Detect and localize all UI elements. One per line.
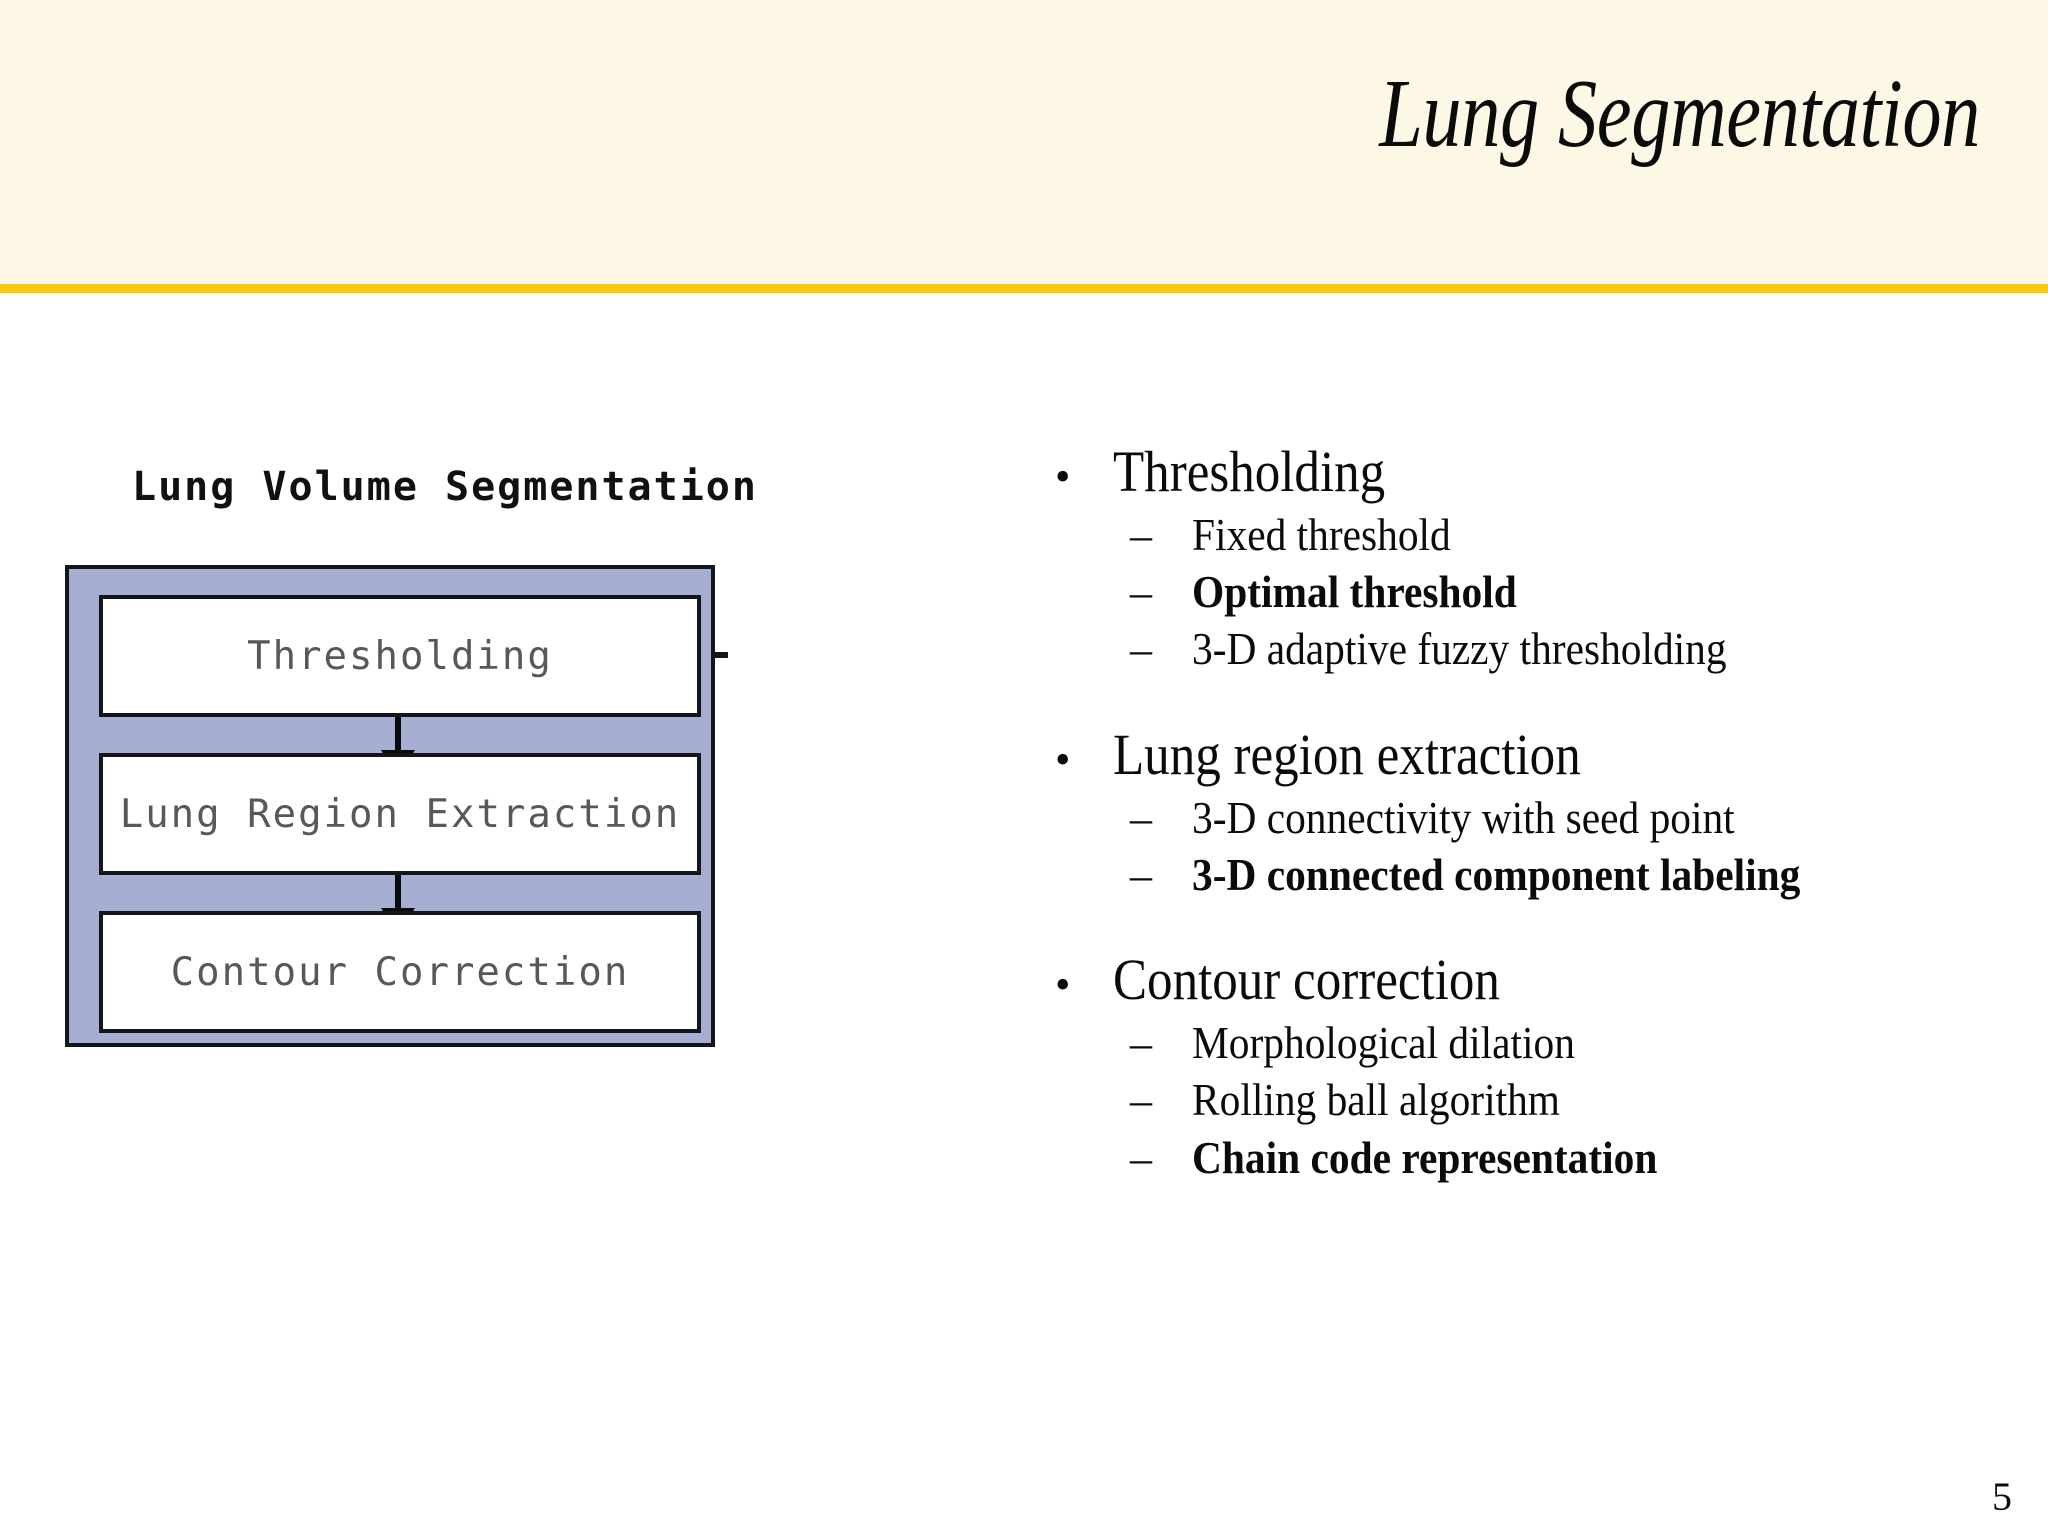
outline-group-heading-lung-region-extraction: • Lung region extraction: [1055, 721, 1985, 788]
outline-group-spacer: [1055, 677, 1985, 723]
outline-heading-label: Thresholding: [1113, 439, 1386, 504]
outline-item: – Chain code representation: [1130, 1131, 1985, 1185]
bullet-dot-icon: •: [1055, 734, 1071, 784]
dash-marker-icon: –: [1130, 1133, 1152, 1183]
outline-item: – Morphological dilation: [1130, 1016, 1985, 1070]
dash-marker-icon: –: [1130, 568, 1152, 618]
outline-item-label: 3-D connected component labeling: [1192, 848, 1801, 900]
outline-item-label: Fixed threshold: [1192, 508, 1451, 560]
outline-heading-label: Contour correction: [1113, 947, 1500, 1013]
diagram-outer-frame: Thresholding Lung Region Extraction Cont…: [65, 565, 715, 1047]
outline-item-label: Rolling ball algorithm: [1192, 1074, 1560, 1126]
segmentation-outline: • Thresholding – Fixed threshold – Optim…: [1055, 439, 1985, 1185]
outline-heading-label: Lung region extraction: [1113, 721, 1581, 787]
stage-label: Contour Correction: [170, 949, 630, 995]
outline-group-heading-thresholding: • Thresholding: [1055, 439, 1985, 505]
stage-box-contour-correction: Contour Correction: [99, 911, 701, 1033]
diagram-heading: Lung Volume Segmentation: [132, 464, 758, 510]
lung-volume-segmentation-diagram: Lung Volume Segmentation Thresholding Lu…: [60, 440, 960, 1160]
slide-title: Lung Segmentation: [1379, 60, 1980, 168]
outline-item-label: 3-D adaptive fuzzy thresholding: [1192, 623, 1727, 675]
stage-label: Thresholding: [247, 633, 553, 679]
bullet-dot-icon: •: [1055, 960, 1071, 1010]
outline-item-label: Chain code representation: [1192, 1131, 1658, 1183]
outline-item-label: Morphological dilation: [1192, 1017, 1575, 1069]
slide-header-band: [0, 0, 2048, 288]
dash-marker-icon: –: [1130, 1019, 1152, 1069]
bullet-dot-icon: •: [1055, 452, 1071, 501]
flow-arrow-down-icon: [381, 717, 415, 778]
outline-item-label: 3-D connectivity with seed point: [1192, 791, 1735, 843]
page-number: 5: [1992, 1474, 2012, 1519]
dash-marker-icon: –: [1130, 850, 1152, 900]
stage-label: Lung Region Extraction: [119, 791, 681, 837]
frame-edge-tick: [714, 652, 728, 658]
outline-item-label: Optimal threshold: [1192, 566, 1517, 618]
dash-marker-icon: –: [1130, 793, 1152, 843]
outline-group-spacer: [1055, 902, 1985, 948]
flow-arrow-down-icon: [381, 875, 415, 936]
outline-group-heading-contour-correction: • Contour correction: [1055, 947, 1985, 1013]
dash-marker-icon: –: [1130, 1076, 1152, 1126]
outline-item: – 3-D adaptive fuzzy thresholding: [1130, 622, 1985, 676]
outline-item: – Optimal threshold: [1130, 565, 1985, 619]
header-accent-rule: [0, 284, 2048, 293]
stage-box-lung-region-extraction: Lung Region Extraction: [99, 753, 701, 875]
outline-item: – 3-D connected component labeling: [1130, 848, 1985, 902]
outline-item: – Rolling ball algorithm: [1130, 1073, 1985, 1127]
outline-item: – 3-D connectivity with seed point: [1130, 791, 1985, 845]
stage-box-thresholding: Thresholding: [99, 595, 701, 717]
dash-marker-icon: –: [1130, 625, 1152, 675]
outline-item: – Fixed threshold: [1130, 508, 1985, 562]
dash-marker-icon: –: [1130, 510, 1152, 560]
